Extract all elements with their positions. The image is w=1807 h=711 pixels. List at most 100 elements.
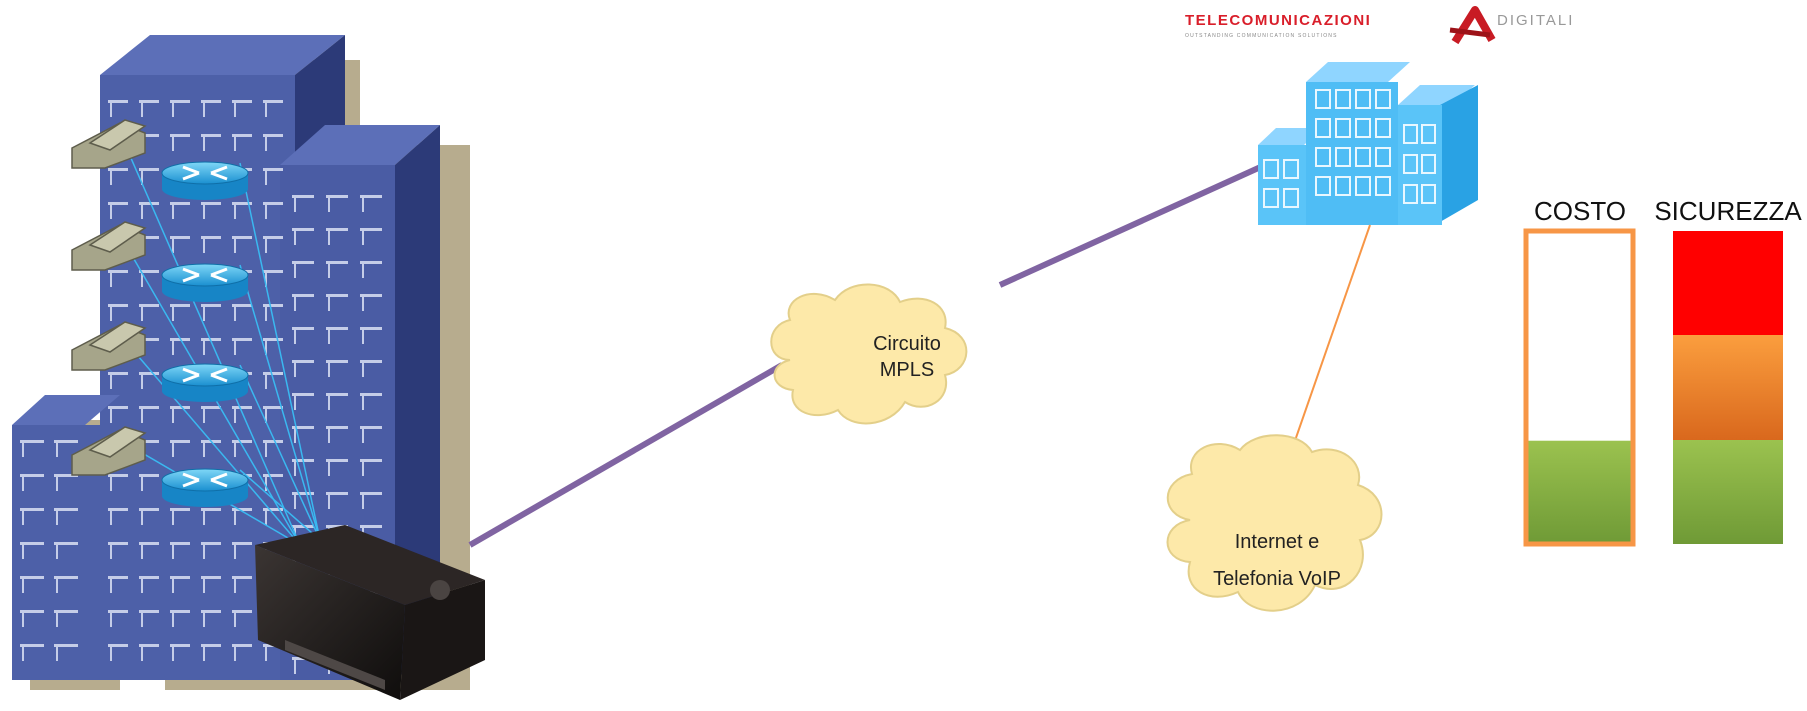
building-window	[54, 508, 78, 511]
building-window-frame	[362, 198, 364, 212]
branch-window	[1355, 176, 1371, 196]
building-window-frame	[265, 409, 267, 423]
building-window-frame	[265, 443, 267, 457]
building-window	[360, 327, 382, 330]
router-icon	[161, 468, 249, 507]
building-window-frame	[56, 613, 58, 627]
building-window-frame	[141, 375, 143, 389]
building-window-frame	[234, 613, 236, 627]
building-window-frame	[294, 660, 296, 674]
building-window-frame	[328, 429, 330, 443]
building-window	[326, 360, 348, 363]
building-window-frame	[362, 462, 364, 476]
building-window-frame	[265, 205, 267, 219]
desk-phone-icon	[71, 119, 147, 169]
cost-meter-frame	[1523, 228, 1636, 547]
building-window-frame	[110, 205, 112, 219]
building-window-frame	[234, 443, 236, 457]
building-window	[263, 508, 283, 511]
building-window-frame	[265, 137, 267, 151]
building-window-frame	[234, 239, 236, 253]
building-window	[232, 202, 252, 205]
building-window	[326, 426, 348, 429]
building-window-frame	[328, 363, 330, 377]
building-window-frame	[265, 647, 267, 661]
building-window-frame	[265, 511, 267, 525]
building-window	[360, 294, 382, 297]
building-window	[360, 360, 382, 363]
building-window	[326, 327, 348, 330]
branch-window	[1263, 188, 1279, 208]
building-window-frame	[234, 341, 236, 355]
building-window	[54, 440, 78, 443]
branch-window	[1375, 118, 1391, 138]
building-window	[201, 304, 221, 307]
building-window	[263, 270, 283, 273]
building-window	[139, 202, 159, 205]
building-window-frame	[203, 307, 205, 321]
building-window	[326, 459, 348, 462]
building-window	[54, 610, 78, 613]
branch-window	[1315, 176, 1331, 196]
building-window	[232, 508, 252, 511]
building-window-frame	[141, 103, 143, 117]
mpls-cloud-line1: Circuito	[873, 333, 941, 355]
internet-link	[1289, 224, 1371, 456]
branch-window	[1315, 89, 1331, 109]
building-window	[139, 338, 159, 341]
branch-window	[1403, 154, 1418, 174]
building-window	[108, 270, 128, 273]
building-window	[139, 644, 159, 647]
building-window	[292, 525, 314, 528]
building-window-frame	[362, 264, 364, 278]
building-window	[360, 525, 382, 528]
building-window-frame	[294, 264, 296, 278]
building-window	[108, 542, 128, 545]
building-window-frame	[362, 330, 364, 344]
building-window-frame	[294, 198, 296, 212]
building-window-frame	[172, 443, 174, 457]
building-window	[292, 360, 314, 363]
building-window	[54, 542, 78, 545]
branch-window	[1355, 89, 1371, 109]
building-window-frame	[203, 341, 205, 355]
building-window	[326, 228, 348, 231]
building-window-frame	[56, 443, 58, 457]
building-window	[108, 576, 128, 579]
building-window	[170, 100, 190, 103]
company-logo: TELECOMUNICAZIONI OUTSTANDING COMMUNICAT…	[1185, 6, 1572, 45]
branch-window	[1283, 188, 1299, 208]
lan-cable	[239, 469, 321, 541]
branch-window	[1421, 124, 1436, 144]
building-window	[292, 393, 314, 396]
building-window	[263, 168, 283, 171]
logo-brand: TELECOMUNICAZIONI	[1185, 12, 1371, 29]
cost-level-fill	[1526, 440, 1633, 544]
building-window-frame	[110, 579, 112, 593]
building-window-frame	[141, 545, 143, 559]
branch-window	[1335, 118, 1351, 138]
branch-window	[1355, 147, 1371, 167]
building-window	[326, 393, 348, 396]
building-window-frame	[203, 103, 205, 117]
building-window-frame	[203, 579, 205, 593]
building-window	[232, 440, 252, 443]
building-window-frame	[203, 443, 205, 457]
building-window-frame	[328, 198, 330, 212]
building-window-frame	[203, 511, 205, 525]
building-window-frame	[141, 511, 143, 525]
modem-icon	[255, 525, 485, 700]
building-window	[170, 134, 190, 137]
desk-phone-icon	[71, 426, 147, 476]
building-window	[201, 610, 221, 613]
building-window	[170, 644, 190, 647]
building-window-frame	[294, 429, 296, 443]
building-window	[139, 372, 159, 375]
building-window	[201, 236, 221, 239]
branch-window	[1263, 159, 1279, 179]
building-window-frame	[141, 647, 143, 661]
building-window	[54, 644, 78, 647]
building-window-frame	[362, 231, 364, 245]
lan-cable	[119, 334, 301, 546]
